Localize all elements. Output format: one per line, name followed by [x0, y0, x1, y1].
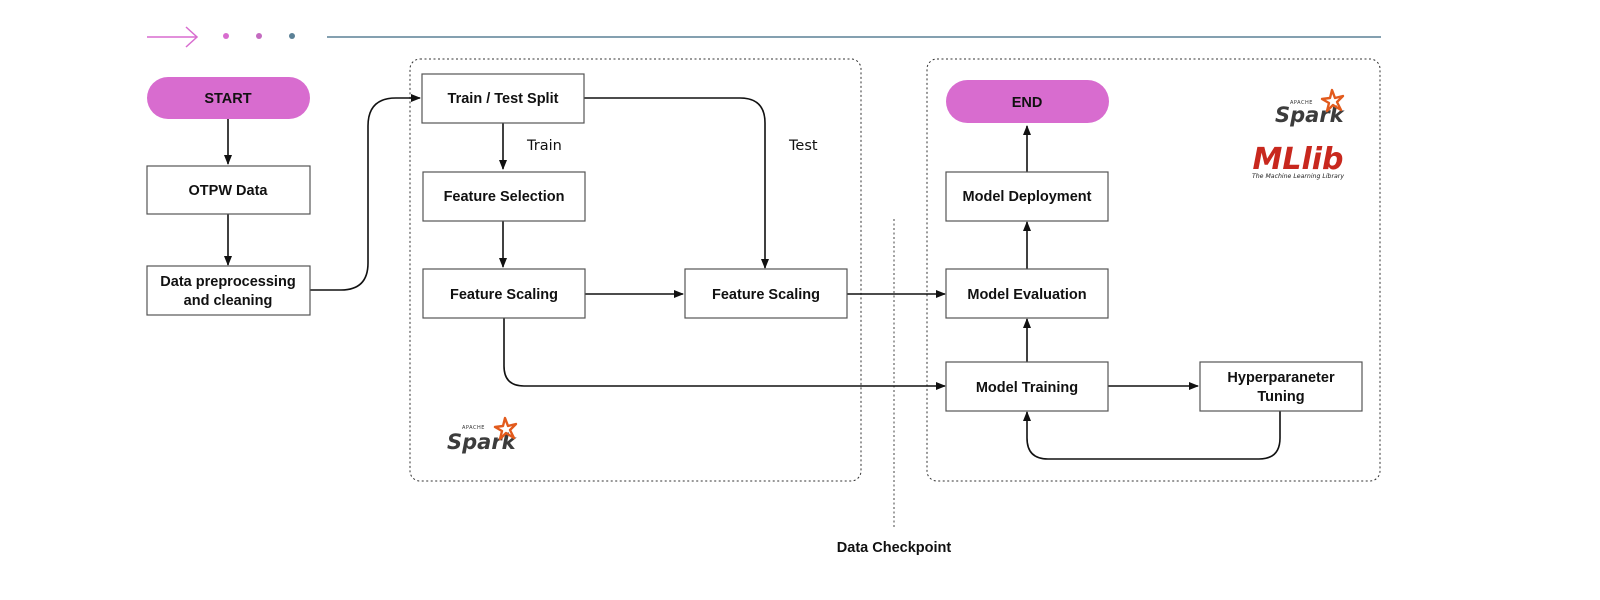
node-feature-selection-label: Feature Selection	[444, 189, 565, 205]
edge-preprocess-split	[310, 94, 421, 291]
node-preprocessing-label-line1: Data preprocessing	[160, 274, 295, 290]
spark-logo-left: APACHE Spark	[447, 416, 518, 454]
node-otpw-data: OTPW Data	[146, 165, 311, 215]
checkpoint-label: Data Checkpoint	[837, 540, 952, 556]
node-model-deployment-label: Model Deployment	[963, 189, 1092, 205]
header-decoration	[147, 26, 1381, 48]
spark-star-icon	[493, 416, 518, 441]
spark-star-icon	[1320, 88, 1345, 113]
spark-logo-apache: APACHE	[462, 425, 485, 431]
header-dot	[256, 33, 262, 39]
edges	[224, 94, 1281, 460]
node-model-training: Model Training	[945, 361, 1109, 412]
edge-split-test-scaling	[584, 97, 769, 269]
spark-logo-apache: APACHE	[1290, 100, 1313, 106]
mllib-modeling-cluster	[926, 58, 1381, 482]
node-model-evaluation-label: Model Evaluation	[967, 287, 1086, 303]
edge-hyperparam-training	[1023, 411, 1281, 460]
header-dot	[223, 33, 229, 39]
edge-label-train: Train	[526, 138, 562, 154]
node-model-evaluation: Model Evaluation	[945, 268, 1109, 319]
mllib-logo: MLlib The Machine Learning Library	[1252, 142, 1344, 180]
arrow-right-icon	[147, 26, 199, 48]
node-train-test-split-label: Train / Test Split	[448, 91, 559, 107]
mllib-logo-subtitle: The Machine Learning Library	[1252, 173, 1344, 180]
node-feature-scaling-train-label: Feature Scaling	[450, 287, 558, 303]
node-hyperparameter-tuning-label-line1: Hyperparaneter	[1227, 370, 1335, 386]
spark-logo-word: Spark	[1275, 103, 1346, 127]
header-dot	[289, 33, 295, 39]
node-train-test-split: Train / Test Split	[421, 73, 585, 124]
mllib-logo-word: MLlib	[1252, 142, 1343, 177]
node-preprocessing-label-line2: and cleaning	[184, 293, 273, 309]
node-preprocessing: Data preprocessing and cleaning	[146, 265, 311, 316]
node-end: END	[946, 80, 1109, 123]
node-start: START	[147, 77, 310, 119]
node-model-training-label: Model Training	[976, 380, 1078, 396]
node-otpw-data-label: OTPW Data	[189, 183, 269, 199]
spark-logo-right: APACHE Spark	[1275, 88, 1346, 127]
node-feature-scaling-test-label: Feature Scaling	[712, 287, 820, 303]
node-feature-scaling-test: Feature Scaling	[684, 268, 848, 319]
node-hyperparameter-tuning-label-line2: Tuning	[1257, 389, 1304, 405]
node-end-label: END	[1012, 95, 1043, 111]
node-model-deployment: Model Deployment	[945, 171, 1109, 222]
node-start-label: START	[204, 91, 251, 107]
edge-label-test: Test	[788, 138, 818, 154]
node-feature-scaling-train: Feature Scaling	[422, 268, 586, 319]
node-hyperparameter-tuning: Hyperparaneter Tuning	[1199, 361, 1363, 412]
node-feature-selection: Feature Selection	[422, 171, 586, 222]
edge-scaling-train-model-training	[503, 318, 946, 390]
